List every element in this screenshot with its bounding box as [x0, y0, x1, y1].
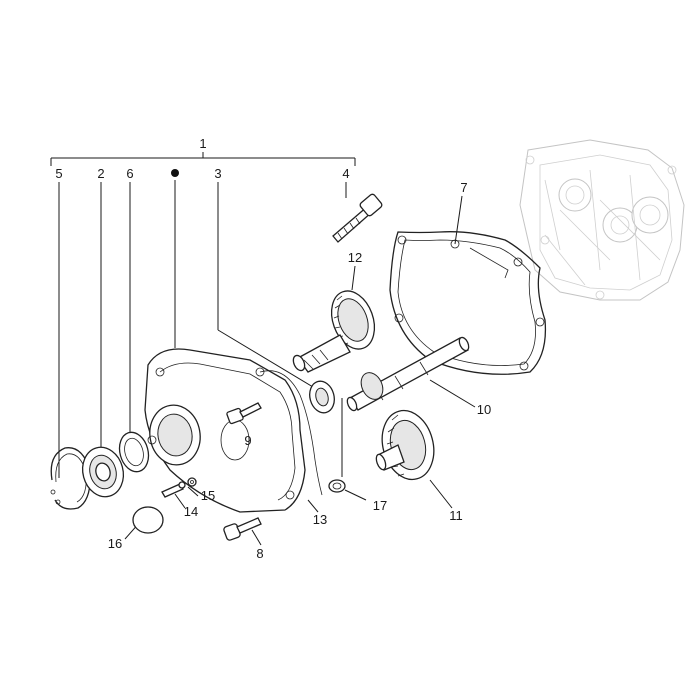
transmission-cover	[144, 348, 323, 513]
part-6-seal	[118, 431, 150, 473]
part-8-bolt	[223, 517, 262, 541]
callout-14: 14	[184, 504, 198, 519]
part-12-gear-shaft	[292, 290, 376, 373]
callout-2: 2	[97, 166, 104, 181]
part-13-bearing	[309, 380, 335, 414]
callout-11: 11	[449, 508, 463, 523]
callout-labels: 1 5 2 6 3 4 7 12 9 10 11 17 13 15 14 16 …	[55, 136, 491, 561]
callout-1: 1	[199, 136, 206, 151]
part-4-breather-bolt	[332, 193, 383, 243]
part-16-cap	[132, 506, 164, 534]
part-9-bolt	[226, 402, 262, 425]
callout-8: 8	[256, 546, 263, 561]
callout-6: 6	[126, 166, 133, 181]
part-17-clip	[328, 479, 346, 493]
part-11-gear	[375, 409, 435, 481]
part-7-gasket	[389, 231, 547, 375]
reference-dot-marker	[171, 169, 179, 177]
callout-13: 13	[313, 512, 327, 527]
callout-3: 3	[214, 166, 221, 181]
callout-15: 15	[201, 488, 215, 503]
callout-4: 4	[342, 166, 349, 181]
background-gearbox-housing	[519, 139, 685, 301]
callout-12: 12	[348, 250, 362, 265]
callout-9: 9	[244, 433, 251, 448]
leader-lines	[50, 152, 476, 546]
callout-7: 7	[460, 180, 467, 195]
callout-16: 16	[108, 536, 122, 551]
part-10-output-shaft	[346, 336, 470, 412]
callout-10: 10	[477, 402, 491, 417]
callout-17: 17	[373, 498, 387, 513]
part-2-bearing	[81, 446, 125, 498]
callout-5: 5	[55, 166, 62, 181]
part-14-screw	[161, 481, 186, 498]
part-15-washer	[187, 477, 197, 487]
